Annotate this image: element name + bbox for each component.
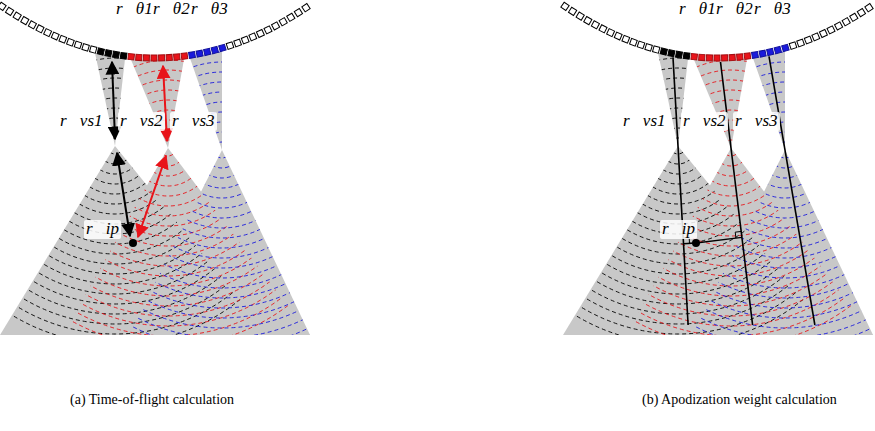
image-point-label: r⃗ip bbox=[660, 220, 697, 239]
converging-aperture bbox=[131, 59, 184, 148]
right-angle-mark bbox=[735, 231, 741, 238]
virtual-source: r⃗vs2 bbox=[681, 112, 728, 131]
element-position: r⃗θ2 bbox=[716, 0, 753, 19]
element-position: r⃗θ3 bbox=[754, 0, 791, 19]
virtual-source: r⃗vs1 bbox=[58, 112, 105, 131]
wavefronts bbox=[587, 0, 875, 348]
beam-axis bbox=[673, 58, 688, 325]
wavefronts bbox=[0, 0, 366, 346]
wavefronts bbox=[0, 0, 313, 344]
caption: (a) Time-of-flight calculation bbox=[70, 392, 234, 407]
virtual-source: r⃗vs2 bbox=[118, 112, 165, 131]
distance-arrow bbox=[138, 156, 166, 237]
image-point-label: r⃗ip bbox=[84, 220, 121, 239]
converging-aperture bbox=[95, 53, 125, 146]
caption: (b) Apodization weight calculation bbox=[642, 392, 837, 407]
distance-arrow bbox=[112, 62, 115, 139]
image-point bbox=[692, 239, 700, 247]
perpendicular-distance bbox=[696, 237, 742, 243]
virtual-source: r⃗vs1 bbox=[621, 112, 668, 131]
image-point bbox=[129, 239, 137, 247]
virtual-source: r⃗vs3 bbox=[170, 112, 217, 131]
wavefronts bbox=[480, 0, 875, 344]
beam-axis bbox=[721, 62, 753, 325]
panel bbox=[0, 0, 420, 348]
virtual-source: r⃗vs3 bbox=[733, 112, 780, 131]
element-position: r⃗θ1 bbox=[116, 0, 153, 19]
element-position: r⃗θ1 bbox=[679, 0, 716, 19]
element-position: r⃗θ3 bbox=[191, 0, 228, 19]
panel bbox=[480, 0, 875, 348]
wavefronts bbox=[24, 0, 420, 348]
element-position: r⃗θ2 bbox=[153, 0, 190, 19]
wavefronts bbox=[533, 0, 875, 346]
beam-axis bbox=[769, 56, 815, 325]
converging-aperture bbox=[694, 59, 747, 148]
